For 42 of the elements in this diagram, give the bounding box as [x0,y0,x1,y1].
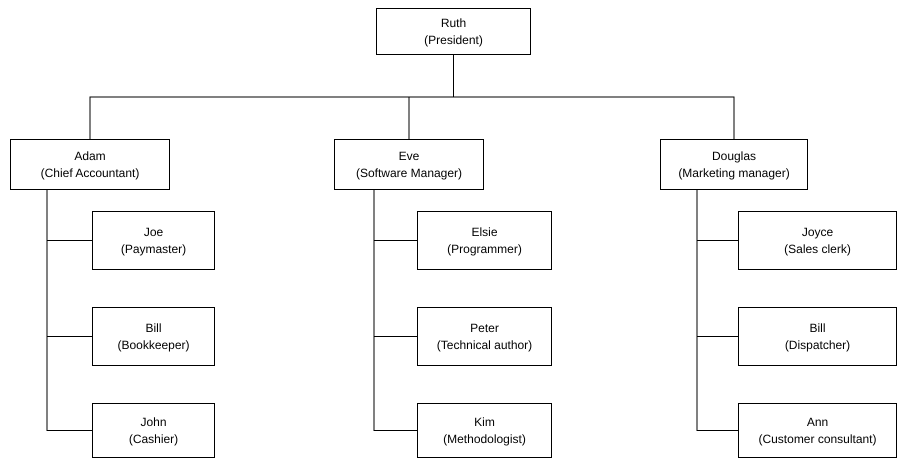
connector-line [374,190,418,431]
job-title: (Methodologist) [443,430,526,448]
job-title: (Paymaster) [120,240,186,258]
person-name: Ruth [440,14,466,32]
person-name: Douglas [712,148,756,164]
person-name: John [140,414,167,430]
job-title: (Marketing manager) [678,164,790,182]
job-title: (Customer consultant) [758,430,877,448]
person-name: Ann [806,414,828,430]
person-name: Adam [74,148,106,164]
person-name: Kim [474,414,495,430]
job-title: (Dispatcher) [784,336,850,354]
person-box [738,211,897,270]
person-name: Eve [398,148,420,164]
connector-line [46,190,92,431]
person-name: Elsie [471,224,498,240]
person-box [417,211,552,270]
job-title: (Cashier) [128,430,178,448]
job-title: (Bookkeeper) [117,336,190,354]
job-title: (Chief Accountant) [40,164,140,182]
person-name: Peter [470,320,499,336]
person-box [334,139,484,190]
person-name: Bill [809,320,826,336]
connector-line [696,190,738,431]
job-title: (Software Manager) [356,164,462,182]
person-box [92,211,215,270]
job-title: (Technical author) [436,336,532,354]
job-title: (President) [424,32,483,48]
person-name: Bill [145,320,162,336]
job-title: (Sales clerk) [784,240,851,258]
person-box [738,403,897,458]
person-box [10,139,170,190]
person-box [92,307,215,366]
person-box [738,307,897,366]
person-name: Joyce [802,224,834,240]
person-box [417,403,552,458]
person-box [376,8,531,55]
person-box [660,139,808,190]
job-title: (Programmer) [447,240,522,258]
person-box [417,307,552,366]
person-box [92,403,215,458]
person-name: Joe [144,224,164,240]
